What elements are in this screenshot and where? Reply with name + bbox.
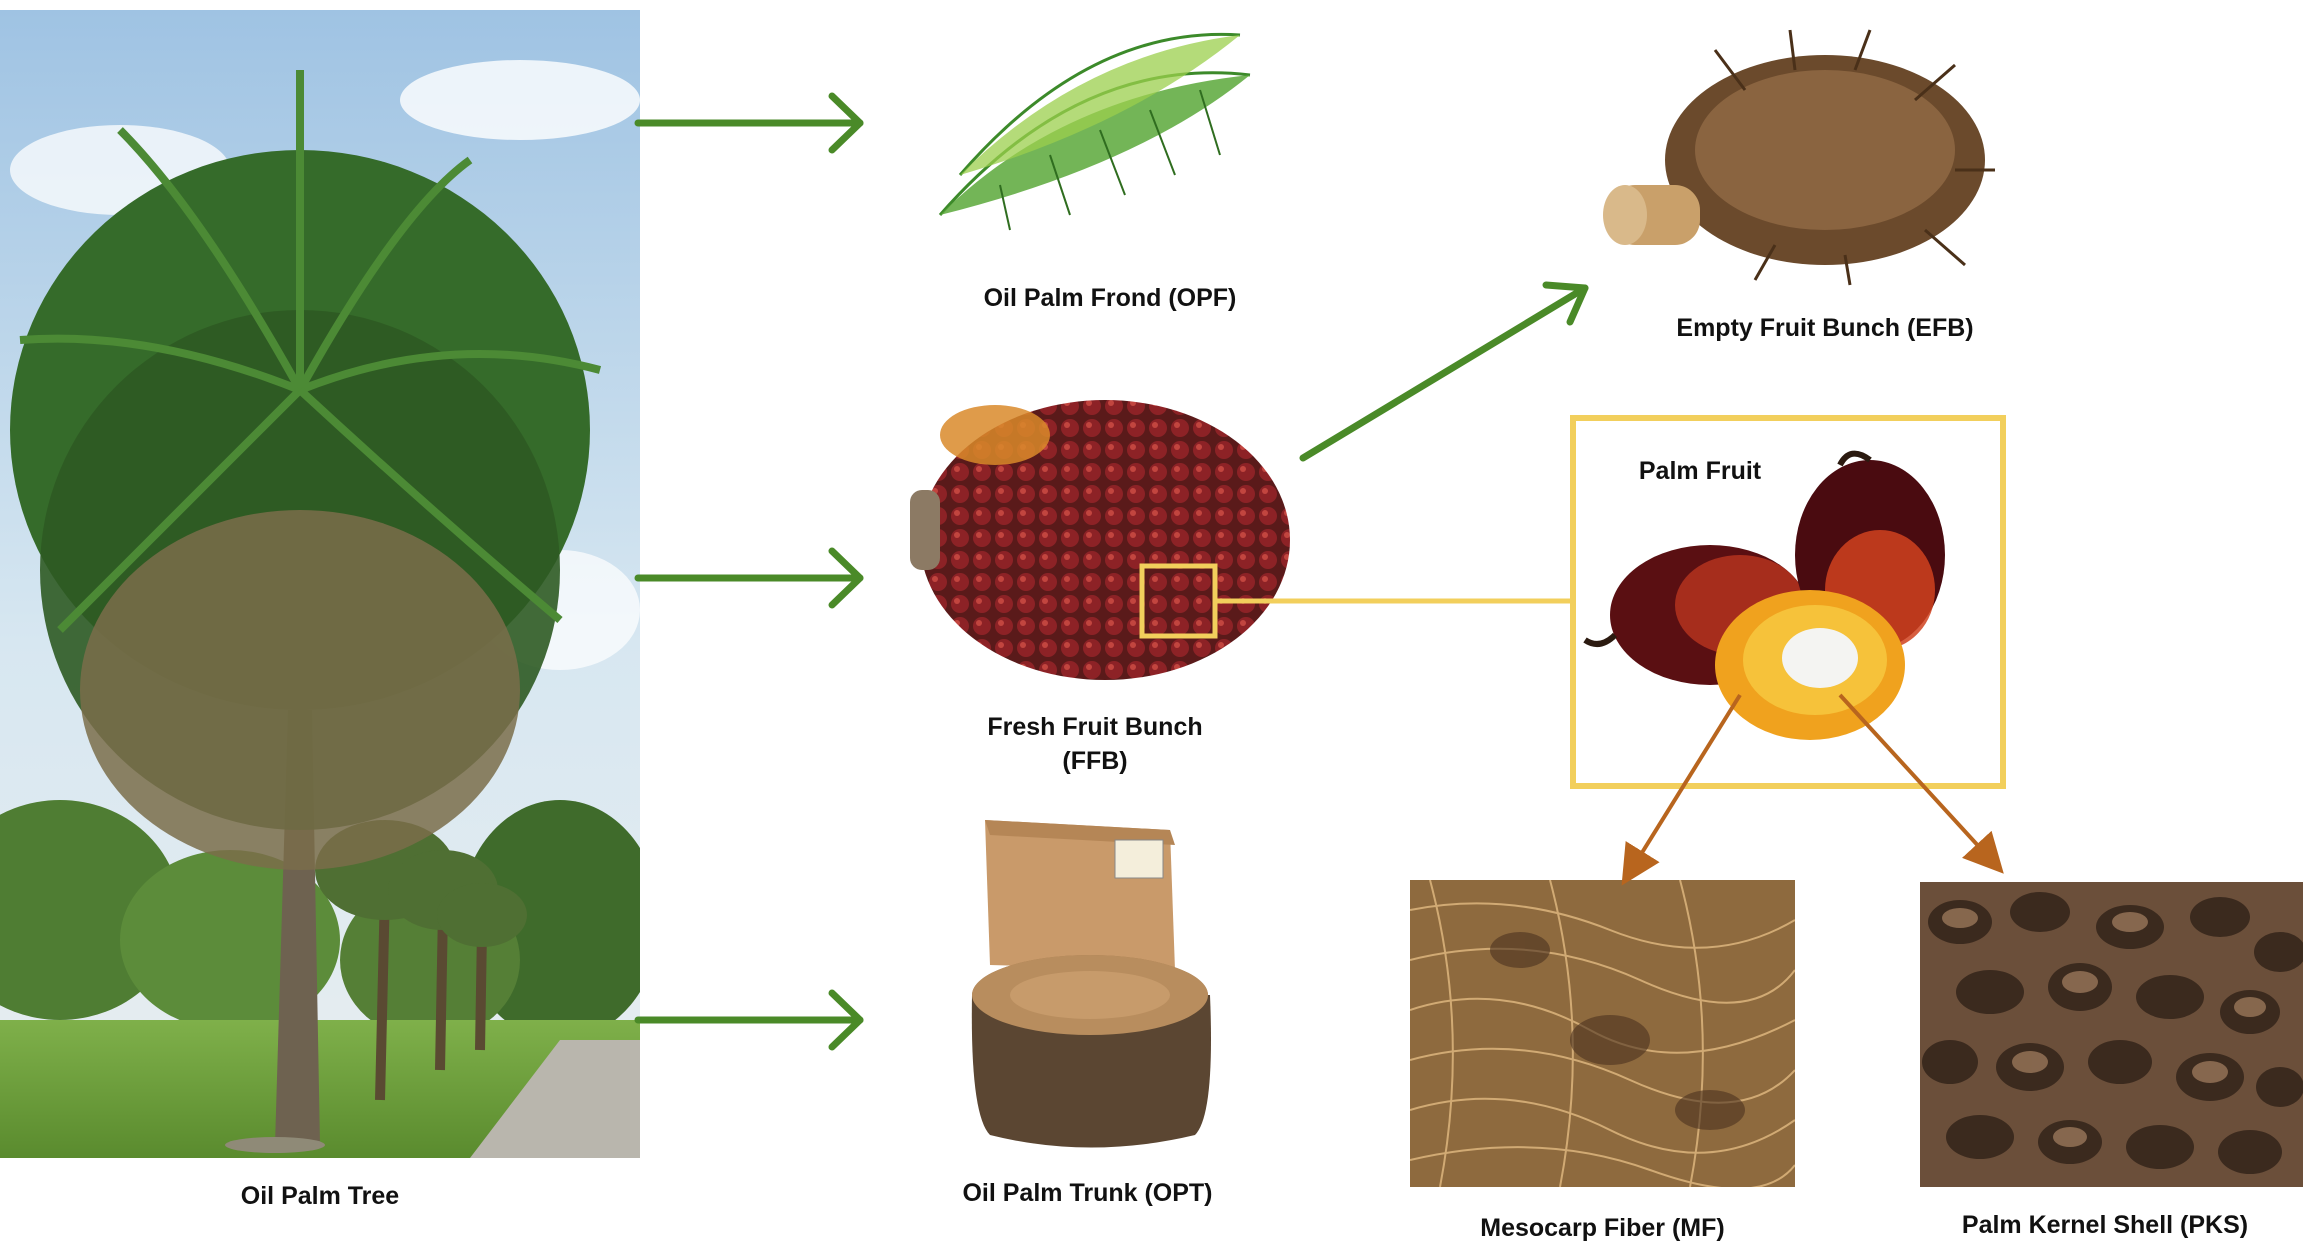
arrow-to-mesocarp-fiber — [1621, 693, 1742, 886]
arrow-to-ffb — [634, 547, 864, 609]
empty-fruit-bunch-image — [1595, 20, 2005, 290]
palm-fruit-image — [1580, 440, 1990, 745]
palm-fruit-box — [1570, 415, 2006, 789]
label-fresh-fruit-bunch: Fresh Fruit Bunch (FFB) — [900, 711, 1290, 779]
label-ffb-line2: (FFB) — [1062, 746, 1128, 775]
arrow-to-palm-kernel-shell — [1838, 693, 2004, 874]
label-oil-palm-trunk: Oil Palm Trunk (OPT) — [962, 1179, 1213, 1207]
fresh-fruit-bunch-image — [905, 395, 1295, 685]
arrow-to-efb — [1299, 281, 1589, 462]
label-oil-palm-frond: Oil Palm Frond (OPF) — [983, 284, 1237, 312]
palm-kernel-shell-image — [1920, 882, 2303, 1187]
label-mesocarp-fiber: Mesocarp Fiber (MF) — [1480, 1214, 1725, 1242]
ffb-detail-highlight — [1139, 563, 1218, 639]
arrow-to-trunk — [634, 989, 864, 1051]
label-ffb-line1: Fresh Fruit Bunch — [987, 713, 1203, 741]
label-palm-kernel-shell: Palm Kernel Shell (PKS) — [1961, 1211, 2249, 1239]
label-palm-fruit: Palm Fruit — [1638, 457, 1762, 485]
oil-palm-trunk-image — [960, 815, 1225, 1155]
mesocarp-fiber-image — [1410, 880, 1795, 1187]
oil-palm-frond-image — [920, 15, 1260, 255]
label-empty-fruit-bunch: Empty Fruit Bunch (EFB) — [1676, 314, 1974, 342]
oil-palm-tree-image — [0, 10, 640, 1158]
arrow-to-frond — [634, 92, 864, 154]
label-oil-palm-tree: Oil Palm Tree — [240, 1182, 400, 1210]
